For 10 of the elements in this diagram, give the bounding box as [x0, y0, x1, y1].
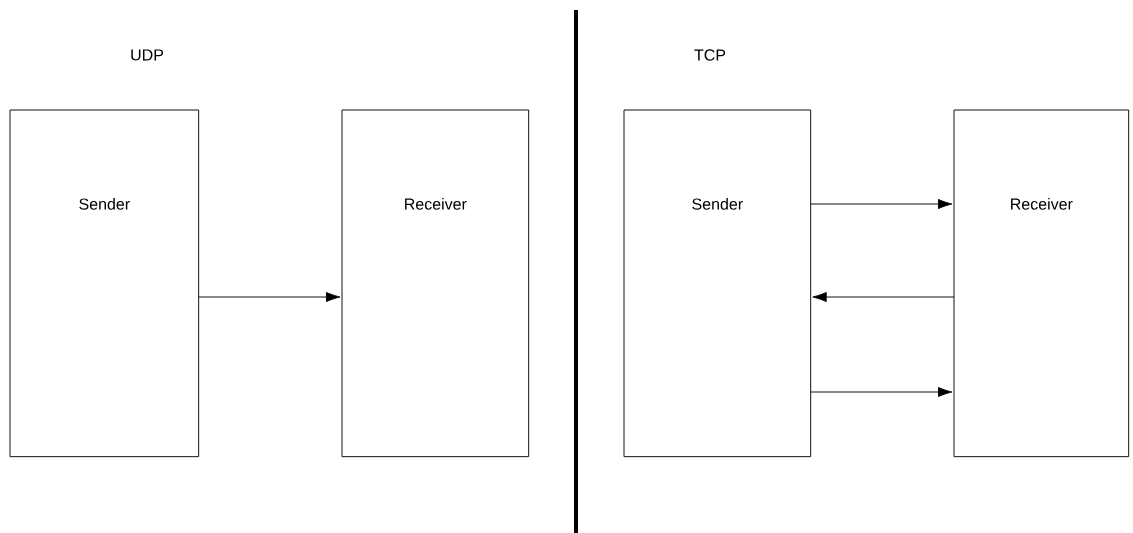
section-title: TCP — [694, 49, 726, 61]
process-box: Sender — [9, 109, 200, 458]
arrow — [810, 198, 953, 210]
section-title: UDP — [131, 49, 164, 61]
arrow — [198, 291, 341, 303]
process-box: Receiver — [953, 109, 1130, 458]
arrow — [812, 291, 955, 303]
arrow — [810, 386, 953, 398]
process-box: Sender — [623, 109, 812, 458]
process-box: Receiver — [341, 109, 530, 458]
